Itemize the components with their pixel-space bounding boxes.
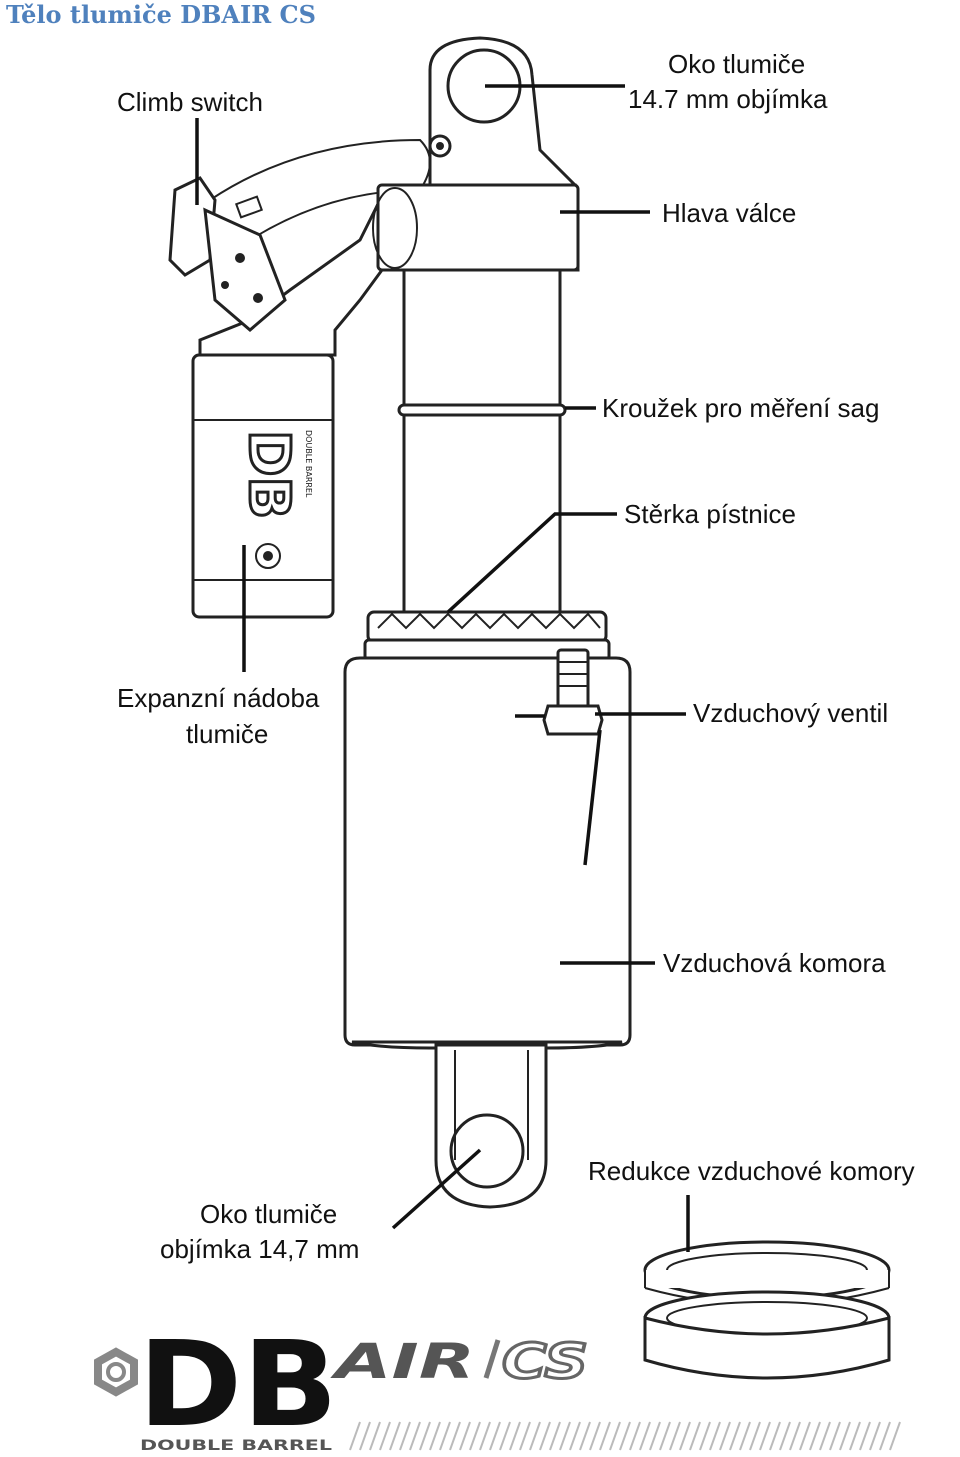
label-volume-reducer: Redukce vzduchové komory bbox=[588, 1156, 915, 1186]
label-sag-ring: Kroužek pro měření sag bbox=[602, 393, 879, 423]
label-eye-top-2: 14.7 mm objímka bbox=[628, 84, 828, 114]
label-reservoir-1: Expanzní nádoba bbox=[117, 683, 320, 713]
label-piston-wiper: Stěrka pístnice bbox=[624, 499, 796, 529]
brand-logo: DB AIR CS DOUBLE BARREL bbox=[94, 1315, 901, 1454]
climb-switch bbox=[168, 176, 287, 332]
label-eye-top-1: Oko tlumiče bbox=[668, 49, 805, 79]
label-climb-switch: Climb switch bbox=[117, 87, 263, 117]
volume-reducer-rings bbox=[643, 1240, 891, 1380]
hex-nut-icon bbox=[94, 1347, 138, 1397]
callout-labels: Oko tlumiče 14.7 mm objímka Climb switch… bbox=[117, 49, 915, 1264]
logo-mark: DB bbox=[138, 1315, 338, 1453]
bottom-eye bbox=[434, 1043, 548, 1209]
logo-tagline: DOUBLE BARREL bbox=[140, 1438, 332, 1454]
logo-cs: CS bbox=[502, 1334, 588, 1390]
label-eye-bottom-2: objímka 14,7 mm bbox=[160, 1234, 359, 1264]
air-valve bbox=[542, 648, 604, 736]
label-reservoir-2: tlumiče bbox=[186, 719, 268, 749]
svg-text:DOUBLE BARREL: DOUBLE BARREL bbox=[304, 430, 313, 498]
cylinder-head bbox=[198, 36, 580, 357]
reservoir: DB DOUBLE BARREL bbox=[191, 353, 335, 619]
damper-shaft bbox=[397, 268, 567, 617]
svg-text:DB: DB bbox=[236, 430, 301, 519]
label-air-chamber: Vzduchová komora bbox=[663, 948, 886, 978]
label-eye-bottom-1: Oko tlumiče bbox=[200, 1199, 337, 1229]
label-cylinder-head: Hlava válce bbox=[662, 198, 796, 228]
leader-lines bbox=[195, 84, 690, 1252]
logo-stripe-band bbox=[349, 1421, 901, 1451]
page-title: Tělo tlumiče DBAIR CS bbox=[6, 0, 316, 29]
label-air-valve: Vzduchový ventil bbox=[693, 698, 888, 728]
logo-air: AIR bbox=[329, 1334, 475, 1390]
